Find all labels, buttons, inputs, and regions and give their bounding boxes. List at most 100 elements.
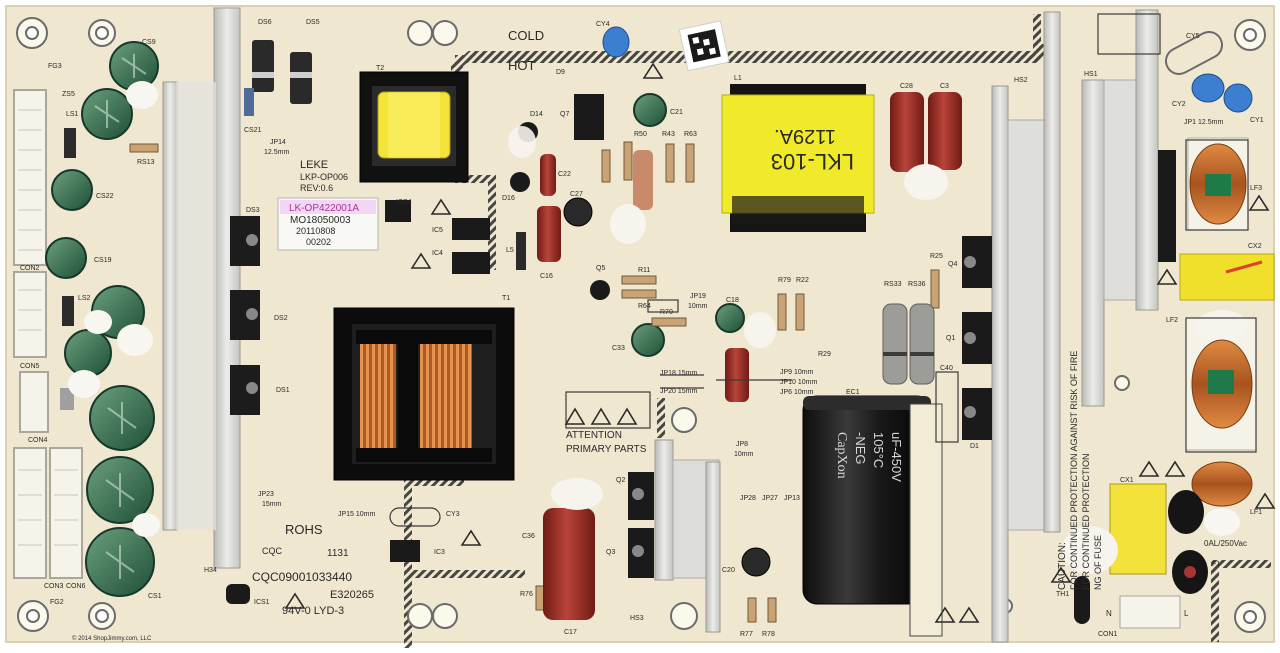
ref-cs19: CS19 xyxy=(94,257,112,264)
datamatrix-label xyxy=(678,20,730,72)
ref-rs36: RS36 xyxy=(908,281,926,288)
ref-hs3: HS3 xyxy=(630,615,644,622)
ref-rs13: RS13 xyxy=(137,159,155,166)
ref-t1: T1 xyxy=(502,295,510,302)
ref-ds6: DS6 xyxy=(258,19,272,26)
ref-q1: Q1 xyxy=(946,335,955,342)
ref-con6: CON6 xyxy=(66,583,86,590)
ref-cs21: CS21 xyxy=(244,127,262,134)
ref-jp10: JP10 10mm xyxy=(780,379,818,386)
ref-ic3: IC3 xyxy=(434,549,445,556)
pfc-inductor xyxy=(721,84,875,232)
ref-jp1: JP1 12.5mm xyxy=(1184,119,1223,126)
ref-q2: Q2 xyxy=(616,477,625,484)
ref-cx2: CX2 xyxy=(1248,243,1262,250)
ref-q7: Q7 xyxy=(560,111,569,118)
adhesive-blobs xyxy=(68,81,1240,537)
ref-cy1: CY1 xyxy=(1250,117,1264,124)
ref-cy4: CY4 xyxy=(596,21,610,28)
ref-c16: C16 xyxy=(540,273,553,280)
ref-t2: T2 xyxy=(376,65,384,72)
ref-cs22: CS22 xyxy=(96,193,114,200)
ref-l1: L1 xyxy=(734,75,742,82)
copyright: © 2014 ShopJimmy.com, LLC xyxy=(72,635,152,642)
sticker-code: LK-OP422001A xyxy=(289,203,359,214)
cert-number: CQC09001033440 xyxy=(252,570,352,584)
ref-c3: C3 xyxy=(940,83,949,90)
cap-brand: CapXon xyxy=(834,432,849,479)
ref-jp28: JP28 xyxy=(740,495,756,502)
ref-jp15: JP15 10mm xyxy=(338,511,376,518)
ref-r22: R22 xyxy=(796,277,809,284)
cap-voltage: uF-450V xyxy=(889,432,904,482)
left-connectors xyxy=(13,89,83,579)
ref-r79: R79 xyxy=(778,277,791,284)
caution-line3: FOR CONTINUED PROTECTION xyxy=(1081,454,1091,591)
cap-series: -NEG xyxy=(853,432,868,465)
current-sense-resistors xyxy=(882,303,935,385)
ref-r11: R11 xyxy=(638,267,650,274)
heatsink-hs2 xyxy=(962,11,1061,643)
ref-q3: Q3 xyxy=(606,549,615,556)
ref-l: L xyxy=(1184,609,1189,618)
ref-d14: D14 xyxy=(530,111,543,118)
ref-lf1: LF1 xyxy=(1250,509,1262,516)
ref-r63: R63 xyxy=(684,131,697,138)
ref-jp20: JP20 15mm xyxy=(660,388,698,395)
attention-label: ATTENTION xyxy=(566,430,622,441)
caution-line1: CAUTION: xyxy=(1057,542,1068,590)
ref-cy2: CY2 xyxy=(1172,101,1186,108)
ref-rs33: RS33 xyxy=(884,281,902,288)
sticker-serial: MO18050003 xyxy=(290,215,351,226)
cold-zone-label: COLD xyxy=(508,28,544,43)
ref-cx1: CX1 xyxy=(1120,477,1134,484)
reference-designators: FG3 FG2 CS9 ZS5 LS1 RS13 CS22 CS19 CON2 … xyxy=(20,19,1264,638)
pwm-area-components xyxy=(508,93,940,623)
cqc-mark: CQC xyxy=(262,546,283,556)
ref-lf3: LF3 xyxy=(1250,185,1262,192)
brand-label: LEKE xyxy=(300,159,328,171)
date-code: 1131 xyxy=(327,548,349,559)
ref-jp19-len: 10mm xyxy=(688,303,708,310)
optocouplers xyxy=(226,200,490,604)
silkscreen-outlines xyxy=(389,13,1257,527)
ref-r70: R70 xyxy=(660,309,673,316)
flammability-rating: 94V-0 LYD-3 xyxy=(282,605,344,617)
ref-cy5: CY5 xyxy=(1186,33,1200,40)
ref-c20: C20 xyxy=(722,567,735,574)
ref-ics1: ICS1 xyxy=(254,599,270,606)
line-filters xyxy=(1062,31,1275,629)
mounting-holes xyxy=(16,17,1266,633)
filter-rating: 0AL/250Vac xyxy=(1204,539,1247,548)
ref-ds2: DS2 xyxy=(274,315,288,322)
ref-c36: C36 xyxy=(522,533,535,540)
ref-cs1: CS1 xyxy=(148,593,162,600)
ref-fg3: FG3 xyxy=(48,63,62,70)
ref-r25: R25 xyxy=(930,253,943,260)
heatsink-left xyxy=(162,7,241,569)
ref-con2: CON2 xyxy=(20,265,40,272)
ref-cs9: CS9 xyxy=(142,39,156,46)
ref-f1: F1 xyxy=(1212,561,1220,568)
ref-ls1: LS1 xyxy=(66,111,79,118)
ref-jp23: JP23 xyxy=(258,491,274,498)
ref-jp14: JP14 xyxy=(270,139,286,146)
ref-jp6: JP6 10mm xyxy=(780,389,814,396)
bulk-capacitor-print: uF-450V 105°C -NEG CapXon xyxy=(834,432,904,482)
sticker-batch: 00202 xyxy=(306,237,331,247)
inductor-label: LKL-103 1129A. xyxy=(771,125,854,174)
rohs-label: ROHS xyxy=(285,522,323,537)
ref-ls2: LS2 xyxy=(78,295,91,302)
ref-ds5: DS5 xyxy=(306,19,320,26)
ref-jp8-len: 10mm xyxy=(734,451,754,458)
heatsink-hs1 xyxy=(1081,9,1176,407)
ref-q5: Q5 xyxy=(596,265,605,272)
secondary-rectifiers xyxy=(230,216,260,415)
bulk-capacitor xyxy=(741,395,943,637)
ref-jp13: JP13 xyxy=(784,495,800,502)
standby-transformer xyxy=(359,71,469,183)
ref-fg2: FG2 xyxy=(50,599,64,606)
ref-r76: R76 xyxy=(520,591,533,598)
